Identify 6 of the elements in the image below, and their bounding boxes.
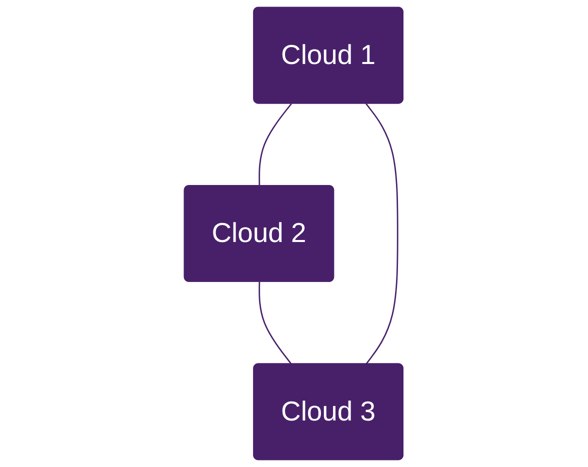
cloud-box: Cloud 3 bbox=[254, 363, 404, 460]
cloud-box: Cloud 2 bbox=[184, 185, 334, 282]
connector-line bbox=[259, 103, 292, 186]
connector-line bbox=[366, 103, 399, 365]
connector-line bbox=[259, 282, 292, 365]
cloud-box: Cloud 1 bbox=[254, 6, 404, 104]
